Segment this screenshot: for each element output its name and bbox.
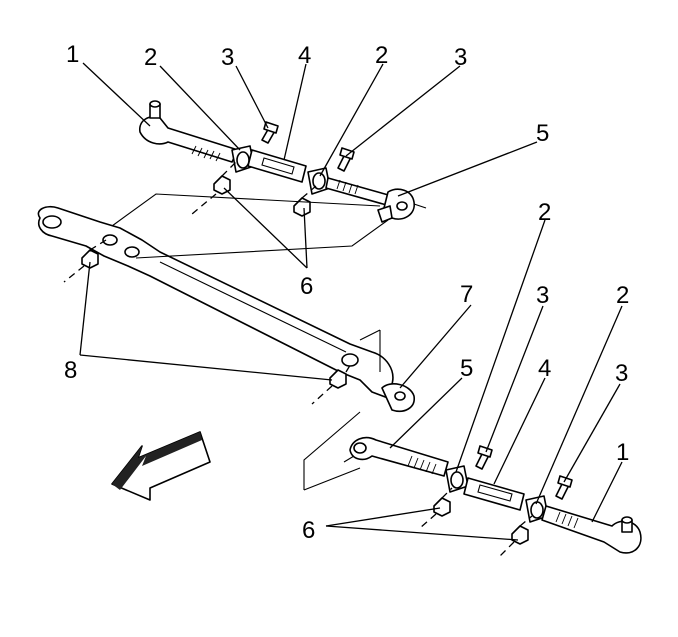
callout-1-lower: 1: [616, 439, 629, 466]
lower-clamp-bolt-right: [555, 475, 573, 500]
lower-clamp-bolt-left: [475, 445, 493, 470]
front-direction-arrow-icon: [111, 431, 211, 501]
upper-outer-tie-rod-end: [139, 100, 239, 163]
lower-clamp-nut-right: [511, 525, 529, 545]
callout-8: 8: [64, 357, 77, 384]
callout-6-upper: 6: [300, 273, 313, 300]
lower-clamp-left: [445, 465, 469, 493]
callout-labels: 1 2 3 4 2 3 5 6 8 7 2 3 2 5 4 3 1 6: [64, 41, 629, 544]
upper-clamp-bolt-right: [337, 147, 355, 172]
callout-2-upper-right: 2: [375, 42, 388, 69]
leader-lines: [79, 62, 623, 541]
callout-4-upper: 4: [298, 42, 311, 69]
callout-7: 7: [460, 281, 473, 308]
lower-adjuster-sleeve: [463, 477, 525, 511]
upper-inner-tie-rod: [325, 177, 427, 223]
relay-rod: [37, 193, 415, 412]
callout-5-upper: 5: [536, 120, 549, 147]
callout-2-lower-right: 2: [616, 282, 629, 309]
lower-inner-tie-rod: [343, 436, 449, 477]
lower-clamp-nut-left: [433, 497, 451, 517]
callout-2-lower-left: 2: [538, 199, 551, 226]
lower-tie-rod-assembly: [303, 411, 642, 557]
callout-3-upper-right: 3: [454, 44, 467, 71]
callout-4-lower: 4: [538, 355, 551, 382]
callout-5-lower: 5: [460, 355, 473, 382]
upper-adjuster-sleeve: [247, 149, 307, 183]
callout-1-upper: 1: [66, 41, 79, 68]
callout-6-lower: 6: [302, 517, 315, 544]
upper-clamp-bolt-left: [261, 121, 279, 144]
upper-tie-rod-assembly: [139, 100, 427, 223]
lower-outer-tie-rod-end: [541, 505, 642, 554]
callout-2-upper-left: 2: [144, 44, 157, 71]
callout-3-lower-right: 3: [615, 360, 628, 387]
upper-clamp-nut-right: [293, 197, 311, 217]
callout-3-upper-left: 3: [221, 44, 234, 71]
relay-rod-nut-right: [329, 369, 347, 389]
callout-3-lower-left: 3: [536, 282, 549, 309]
